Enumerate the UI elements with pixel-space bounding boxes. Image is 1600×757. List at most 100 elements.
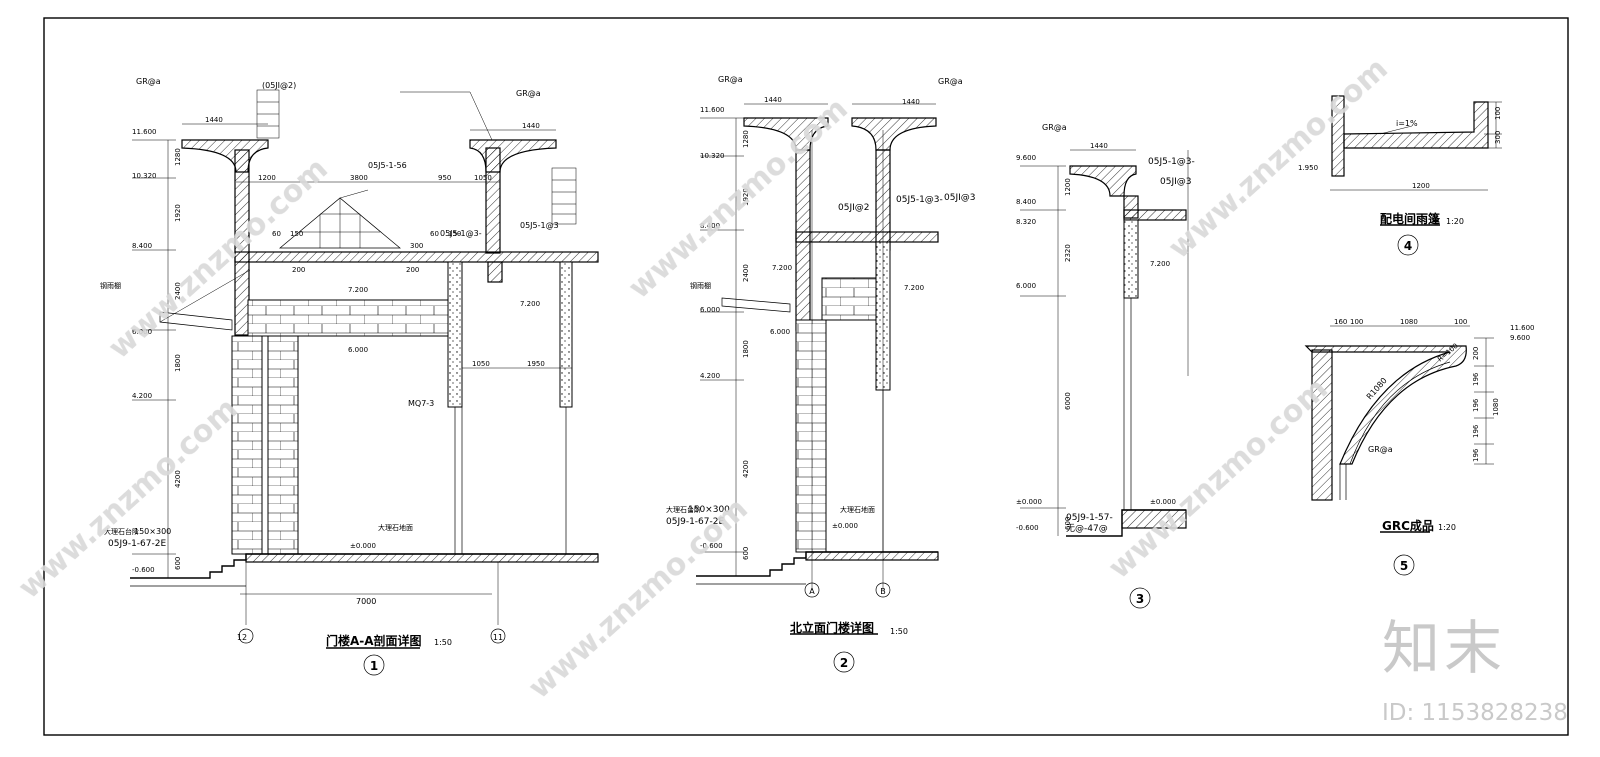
axis-label: 12: [237, 633, 247, 642]
dim-h: 1080: [1400, 318, 1418, 326]
dim-h: 1200: [1412, 182, 1430, 190]
watermark-url: www.znzmo.com: [522, 491, 755, 706]
dim-h: 3800: [350, 174, 368, 182]
dim-v: 600: [1064, 517, 1072, 530]
dim-h: 7000: [356, 597, 376, 606]
elevation: ±0.000: [1016, 498, 1042, 506]
dim-v: 600: [742, 547, 750, 560]
detail-4-canopy: [1330, 95, 1502, 256]
dim-v: 1920: [174, 204, 182, 222]
detail-1-section: [130, 89, 599, 676]
dim-v: 1080: [1492, 398, 1500, 416]
std-ref: 05J5-1-56: [368, 161, 407, 170]
grc-label: GR@a: [1042, 123, 1067, 132]
detail-4-number: 4: [1404, 239, 1412, 253]
watermark-brand: 知末: [1382, 614, 1506, 682]
detail-4-scale: 1:20: [1446, 217, 1464, 226]
elevation: 7.200: [772, 264, 792, 272]
detail-3-number: 3: [1136, 592, 1144, 606]
elevation: 1.950: [1298, 164, 1318, 172]
right-cornice: [469, 139, 557, 173]
grc-label: GR@a: [516, 89, 541, 98]
note: 大理石地面: [840, 505, 875, 514]
grc-label: GR@a: [136, 77, 161, 86]
elevation: -0.600: [700, 542, 723, 550]
detail-5-grc: [1304, 325, 1494, 576]
dim-h: 1440: [902, 98, 920, 106]
std-ref: 05JI@3: [1160, 177, 1192, 187]
watermark-url: www.znzmo.com: [622, 91, 855, 306]
std-ref: 05J5-1@3-: [896, 195, 943, 205]
cornice-b: [851, 117, 937, 151]
cornice-a: [743, 117, 829, 151]
elevation: 9.600: [1510, 334, 1530, 342]
dim-v: 200: [1472, 347, 1480, 360]
detail-1-number: 1: [370, 659, 378, 673]
dim-h: 60: [430, 230, 439, 238]
step-size: 150×300: [688, 505, 730, 515]
detail-3-text: GR@a 1440 9.600 8.400 8.320 6.000 ±0.000…: [1016, 123, 1195, 606]
dim-h: 60: [272, 230, 281, 238]
roof-slab-2: [795, 231, 939, 243]
elevation: -0.600: [1016, 524, 1039, 532]
sheet-border: [43, 17, 1569, 736]
elevation: 4.200: [700, 372, 720, 380]
dim-h: 1050: [474, 174, 492, 182]
dim-h: 300: [410, 242, 423, 250]
elevation: 6.000: [348, 346, 368, 354]
dim-v: 2320: [1064, 244, 1072, 262]
grc-cornice: [1304, 345, 1467, 465]
dim-h: 100: [1350, 318, 1363, 326]
detail-5-bubble: [1393, 554, 1415, 576]
std-ref: 无@-47@: [1066, 523, 1108, 534]
dim-h: 1440: [1090, 142, 1108, 150]
axis-label: 11: [493, 633, 503, 642]
std-ref: 05J5-1@3-: [440, 229, 482, 238]
std-ref: 05JI@2: [838, 203, 870, 213]
elevation: 8.400: [700, 222, 720, 230]
elevation: 11.600: [1510, 324, 1535, 332]
elevation: 6.000: [770, 328, 790, 336]
roof-slab: [234, 251, 599, 263]
watermark-id: ID: 1153828238: [1382, 700, 1568, 726]
dim-v: 1280: [742, 130, 750, 148]
detail-3-section: [1020, 149, 1189, 609]
dim-h: 160: [1334, 318, 1347, 326]
std-ref: 05J9-1-67-2E: [108, 539, 166, 549]
steel-canopy-2: [721, 297, 791, 313]
elevation: 8.400: [132, 242, 152, 250]
dim-v: 2400: [742, 264, 750, 282]
dim-v: 2400: [174, 282, 182, 300]
steel-canopy: [159, 311, 233, 331]
detail-4-bubble: [1397, 234, 1419, 256]
elevation: 7.200: [1150, 260, 1170, 268]
dim-h: 1440: [764, 96, 782, 104]
dim-v: 1800: [742, 340, 750, 358]
dim-h: 150: [448, 230, 461, 238]
detail-1-scale: 1:50: [434, 638, 452, 647]
elevation: 6.000: [132, 328, 152, 336]
brick-lintel: [247, 299, 449, 337]
std-ref: 05JI@3: [944, 193, 976, 203]
dim-v: 1800: [174, 354, 182, 372]
brick-pier-2: [795, 319, 827, 553]
grc-label: GR@a: [718, 75, 743, 84]
detail-2-elevation: [696, 103, 939, 673]
detail-1-bubble: [363, 654, 385, 676]
detail-1-title: 门楼A-A剖面详图: [326, 633, 422, 648]
step-size: 150×300: [134, 527, 171, 536]
detail-5-text: 11.600 9.600 160 100 1080 100 200 196 19…: [1334, 318, 1535, 573]
dim-v: 600: [174, 557, 182, 570]
detail-2-title: 北立面门楼详图: [790, 620, 874, 635]
dim-v: 1920: [742, 188, 750, 206]
dim-h: 1200: [258, 174, 276, 182]
left-cornice: [181, 139, 269, 173]
axis-label: B: [880, 587, 886, 596]
axis-bubble-12: [238, 628, 254, 644]
elevation: 9.600: [1016, 154, 1036, 162]
watermark-url: www.znzmo.com: [1162, 51, 1395, 266]
elevation: 7.200: [904, 284, 924, 292]
std-ref: 05J9-1-67-2E: [666, 517, 724, 527]
detail-4-text: 1.950 100 300 1200 i=1% 配电间雨篷 1:20 4: [1298, 107, 1502, 253]
